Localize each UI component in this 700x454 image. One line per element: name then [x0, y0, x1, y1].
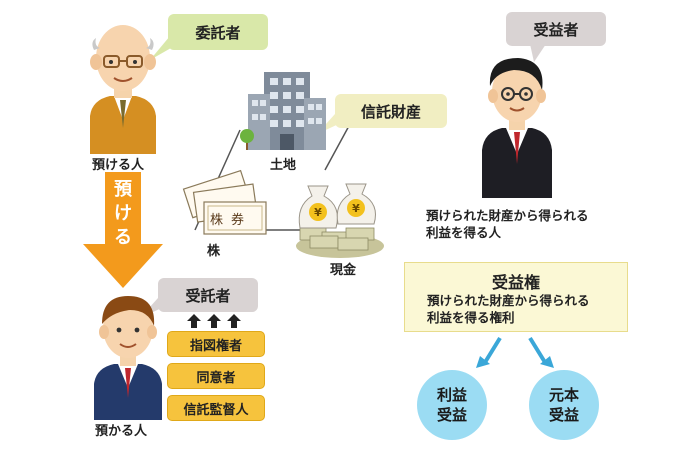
rights-box: 受益権 預けられた財産から得られる 利益を得る権利 [404, 262, 628, 332]
entrust-label: 預 け る [105, 178, 141, 250]
entrust-label-line: け [114, 203, 132, 224]
stock-certificate-glyphs: 株券 [210, 209, 252, 228]
entrust-arrow [83, 172, 163, 288]
settlor-bubble-tail [150, 36, 178, 60]
property-bubble: 信託財産 [335, 94, 447, 128]
circle-line: 受益 [548, 406, 579, 424]
settlor-bubble-label: 委託者 [195, 23, 241, 42]
principal-benefit-circle: 元本 受益 [529, 370, 599, 440]
role-label: 指図権者 [189, 338, 242, 354]
circle-line: 受益 [436, 406, 467, 424]
cash-label: 現金 [330, 263, 357, 278]
tree-icon [240, 129, 254, 150]
trustee-figure [94, 296, 162, 420]
trustee-bubble-label: 受託者 [185, 286, 231, 305]
role-supervisor-button: 信託監督人 [167, 395, 265, 421]
income-benefit-circle: 利益 受益 [417, 370, 487, 440]
entrust-label-line: 預 [114, 179, 132, 200]
beneficiary-figure [482, 58, 552, 198]
role-label: 同意者 [196, 370, 236, 386]
beneficiary-bubble: 受益者 [506, 12, 606, 46]
beneficiary-description-line: 利益を得る人 [426, 225, 502, 240]
rights-split-arrows [476, 336, 554, 368]
rights-description: 預けられた財産から得られる 利益を得る権利 [427, 292, 590, 326]
trustee-bubble: 受託者 [158, 278, 258, 312]
stock-certificates-icon [182, 169, 267, 235]
building-icon [248, 72, 326, 150]
beneficiary-bubble-label: 受益者 [533, 20, 579, 39]
trustee-caption: 預かる人 [95, 424, 148, 439]
entrust-label-line: る [114, 227, 132, 248]
stock-label: 株 [207, 244, 221, 259]
beneficiary-bubble-tail [530, 44, 546, 62]
property-bubble-label: 信託財産 [360, 102, 421, 121]
beneficiary-description-line: 預けられた財産から得られる [426, 208, 589, 223]
svg-text:¥: ¥ [314, 206, 322, 219]
beneficiary-description: 預けられた財産から得られる 利益を得る人 [426, 207, 589, 241]
settlor-caption: 預ける人 [92, 158, 145, 173]
svg-text:¥: ¥ [352, 202, 360, 215]
circle-line: 利益 [436, 386, 467, 404]
rights-description-line: 預けられた財産から得られる [427, 293, 590, 308]
role-director-button: 指図権者 [167, 331, 265, 357]
cash-pile-icon: ¥ ¥ [296, 183, 384, 258]
circle-line: 元本 [548, 386, 579, 404]
stock-glyph: 券 [231, 213, 253, 228]
settlor-bubble: 委託者 [168, 14, 268, 50]
settlor-figure [90, 25, 156, 154]
rights-description-line: 利益を得る権利 [427, 310, 515, 325]
land-label: 土地 [270, 158, 297, 173]
stock-glyph: 株 [210, 213, 232, 228]
role-consenter-button: 同意者 [167, 363, 265, 389]
role-label: 信託監督人 [183, 402, 249, 418]
up-arrows [187, 314, 241, 328]
rights-title: 受益権 [491, 273, 540, 292]
